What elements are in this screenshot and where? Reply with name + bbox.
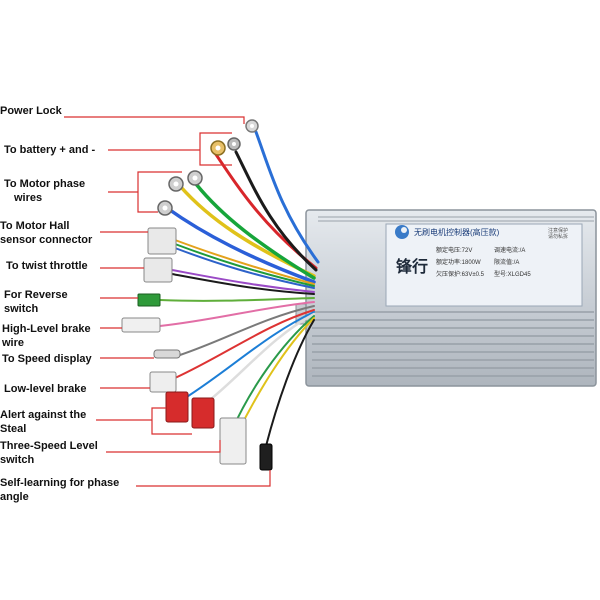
wire-three-speed-1 xyxy=(231,315,315,431)
spec-sticker: 无刷电机控制器(高压款) 注意保护 请勿私拆 锋行 额定电压:72V 额定功率:… xyxy=(385,223,583,307)
wire-self-learning xyxy=(265,319,315,447)
wire-hall-1 xyxy=(174,239,315,285)
sticker-spec-4: 调速电流:/A xyxy=(494,246,525,254)
label-high-brake-line2: wire xyxy=(2,337,25,349)
sticker-note-2: 请勿私拆 xyxy=(548,233,568,240)
connectors xyxy=(121,227,273,471)
label-alert-line2: Steal xyxy=(0,423,27,435)
label-hall-line2: sensor connector xyxy=(0,234,93,246)
wire-speed-display xyxy=(179,305,315,356)
three-speed-connector xyxy=(219,417,247,465)
label-self-learning-line2: angle xyxy=(0,491,29,503)
label-hall-line1: To Motor Hall xyxy=(0,220,70,232)
sticker-model: 型号:XLGD45 xyxy=(494,270,531,278)
leader-motor-phase xyxy=(108,171,182,213)
leader-self-learning xyxy=(136,470,271,487)
wire-alarm-2 xyxy=(203,312,316,406)
self-learning-connector xyxy=(259,443,273,471)
label-self-learning-line1: Self-learning for phase xyxy=(0,477,120,489)
label-low-brake: Low-level brake xyxy=(4,383,87,395)
wire-throttle-2 xyxy=(171,273,315,295)
wire-reverse xyxy=(159,297,315,302)
wire-high-brake xyxy=(159,301,315,327)
sticker-spec-5: 限流值:/A xyxy=(494,258,519,266)
leader-power-lock xyxy=(64,116,245,124)
sticker-spec-1: 额定电压:72V xyxy=(436,246,472,254)
wire-phase-blue xyxy=(165,206,316,284)
heat-fins-top xyxy=(318,216,594,222)
wire-three-speed-2 xyxy=(237,317,315,433)
brand-logo-inner xyxy=(401,227,407,233)
speed-display-connector xyxy=(153,349,181,359)
high-brake-connector xyxy=(121,317,161,333)
sticker-title: 无刷电机控制器(高压款) xyxy=(414,227,500,237)
wire-power-lock xyxy=(254,130,320,264)
hall-connector xyxy=(147,227,177,255)
sticker-spec-2: 额定功率:1800W xyxy=(436,258,481,266)
label-three-speed-line2: switch xyxy=(0,454,35,466)
sticker-note-1: 注意保护 xyxy=(548,227,568,234)
alarm-connector-1 xyxy=(165,391,189,423)
label-speed-display: To Speed display xyxy=(2,353,92,365)
leader-lines xyxy=(64,116,271,487)
label-power-lock: Power Lock xyxy=(0,105,62,117)
label-reverse-line2: switch xyxy=(4,303,39,315)
ring-terminals xyxy=(157,119,259,216)
label-alert-line1: Alert against the xyxy=(0,409,87,421)
leader-alarm xyxy=(96,407,192,435)
label-battery: To battery + and - xyxy=(4,144,96,156)
wire-hall-3 xyxy=(174,247,315,289)
wire-hall-2 xyxy=(174,243,315,287)
low-brake-connector xyxy=(149,371,177,393)
label-motor-phase-line1: To Motor phase xyxy=(4,178,86,190)
sticker-background xyxy=(385,223,583,307)
label-reverse-line1: For Reverse xyxy=(4,289,68,301)
sticker-spec-3: 欠压保护:63V±0.5 xyxy=(436,270,485,278)
label-three-speed-line1: Three-Speed Level xyxy=(0,440,98,452)
reverse-switch-connector xyxy=(137,293,161,307)
wire-battery-negative xyxy=(234,150,318,272)
label-throttle: To twist throttle xyxy=(6,260,88,272)
wire-throttle-1 xyxy=(171,269,315,293)
leader-battery xyxy=(108,132,232,166)
label-motor-phase-line2: wires xyxy=(14,192,43,204)
wire-alarm-1 xyxy=(181,311,315,401)
controller-case: 无刷电机控制器(高压款) 注意保护 请勿私拆 锋行 额定电压:72V 额定功率:… xyxy=(295,209,597,387)
wire-low-brake xyxy=(174,309,315,379)
label-high-brake-line1: High-Level brake xyxy=(2,323,91,335)
leader-three-speed xyxy=(106,440,221,453)
heat-fins-bottom xyxy=(312,311,594,377)
alarm-connector-2 xyxy=(191,397,215,429)
wire-harness xyxy=(159,130,320,447)
sticker-brand: 锋行 xyxy=(396,257,428,276)
wire-phase-green xyxy=(194,182,316,280)
throttle-connector xyxy=(143,257,173,283)
